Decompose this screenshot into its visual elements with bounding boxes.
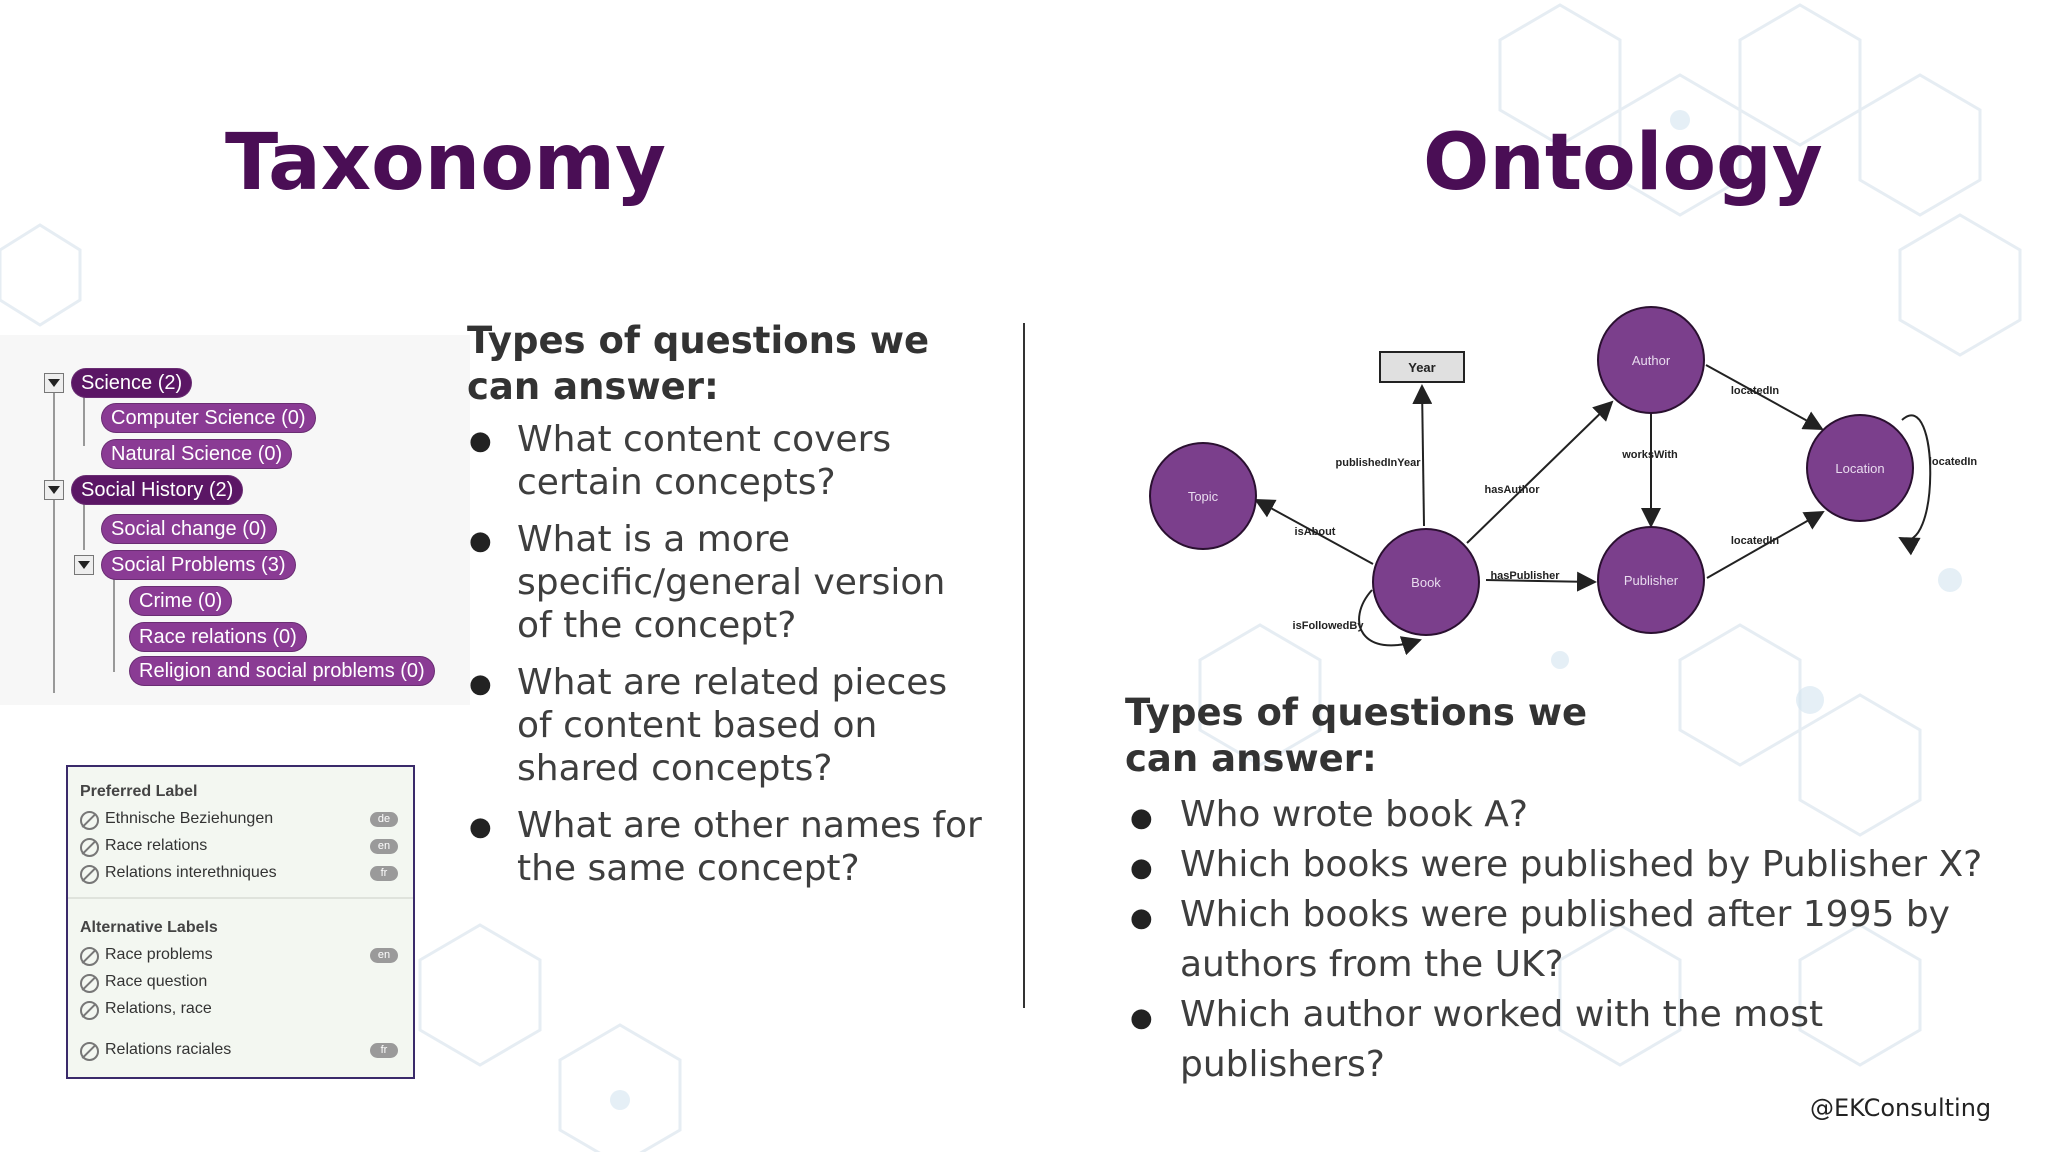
tree-node-social-history[interactable]: Social History (2): [72, 476, 243, 504]
ontology-questions-heading: Types of questions we can answer:: [1125, 691, 1588, 780]
alternative-label-row[interactable]: Race question: [80, 972, 398, 994]
edge-isAbout: [1254, 499, 1374, 565]
node-label: Publisher: [1624, 573, 1679, 588]
tree-node-computer-science[interactable]: Computer Science (0): [102, 404, 315, 432]
tree-node-natural-science[interactable]: Natural Science (0): [102, 440, 292, 468]
ontology-question-item: Which books were published after 1995 by…: [1130, 890, 2030, 990]
tree-node-social-problems[interactable]: Social Problems (3): [102, 551, 295, 579]
ontology-graph: Topic Book Author Publisher Location Yea…: [1149, 306, 1978, 656]
node-year: [1379, 351, 1465, 383]
edge-label: locatedIn: [1929, 456, 1978, 468]
tree-guide-line: [83, 396, 85, 446]
language-badge: de: [370, 812, 398, 827]
ontology-question-item: Who wrote book A?: [1130, 790, 2030, 843]
tree-node-religion-social-problems[interactable]: Religion and social problems (0): [130, 657, 434, 685]
edge-hasAuthor: [1466, 400, 1614, 544]
tree-guide-line: [113, 567, 115, 672]
node-label: Location: [1835, 461, 1884, 476]
node-publisher: [1597, 526, 1705, 634]
alternative-label-row[interactable]: Relations, race: [80, 999, 398, 1021]
node-label: Topic: [1188, 489, 1219, 504]
preferred-label-heading: Preferred Label: [80, 783, 198, 800]
preferred-label-row[interactable]: Race relations en: [80, 836, 398, 858]
edge-hasPublisher: [1485, 571, 1597, 592]
language-badge: fr: [370, 866, 398, 881]
edge-label: isFollowedBy: [1293, 620, 1365, 632]
expand-toggle-icon[interactable]: [44, 480, 64, 500]
expand-toggle-icon[interactable]: [44, 373, 64, 393]
label-text: Race problems: [105, 946, 213, 963]
alternative-label-row[interactable]: Race problems en: [80, 945, 398, 967]
node-label: Author: [1632, 353, 1671, 368]
node-author: [1597, 306, 1705, 414]
edge-label: locatedIn: [1731, 385, 1780, 397]
taxonomy-tree: Science (2) Computer Science (0) Natural…: [0, 335, 470, 705]
edge-label: isAbout: [1295, 526, 1336, 538]
label-status-icon: [80, 974, 99, 993]
credit-text: @EKConsulting: [1810, 1094, 1992, 1122]
edge-label: worksWith: [1621, 449, 1678, 461]
taxonomy-question-item: What content covers certain concepts?: [467, 418, 987, 504]
edge-label: publishedInYear: [1336, 457, 1422, 469]
taxonomy-questions-heading: Types of questions we can answer:: [467, 319, 930, 408]
node-topic: [1149, 442, 1257, 550]
label-text: Race question: [105, 973, 208, 990]
preferred-label-row[interactable]: Ethnische Beziehungen de: [80, 809, 398, 831]
alternative-label-row[interactable]: Relations raciales fr: [80, 1040, 398, 1062]
language-badge: en: [370, 948, 398, 963]
taxonomy-questions-list: What content covers certain concepts? Wh…: [467, 418, 987, 904]
label-text: Ethnische Beziehungen: [105, 810, 274, 827]
node-location: [1806, 414, 1914, 522]
edge-label: hasAuthor: [1485, 484, 1541, 496]
label-status-icon: [80, 1042, 99, 1061]
tree-node-social-change[interactable]: Social change (0): [102, 515, 276, 543]
label-status-icon: [80, 838, 99, 857]
edge-author-locatedIn: [1705, 364, 1824, 430]
ontology-question-item: Which books were published by Publisher …: [1130, 840, 2030, 893]
ontology-title: Ontology: [1423, 118, 1823, 208]
tree-node-race-relations[interactable]: Race relations (0): [130, 623, 306, 651]
label-text: Race relations: [105, 837, 208, 854]
edge-publisher-locatedIn: [1706, 511, 1825, 579]
labels-panel: Preferred Label Ethnische Beziehungen de…: [66, 765, 415, 1079]
tree-guide-line: [83, 478, 85, 550]
tree-node-crime[interactable]: Crime (0): [130, 587, 232, 615]
edge-publishedInYear: [1412, 384, 1433, 527]
edge-label: locatedIn: [1731, 535, 1780, 547]
ontology-questions-list: Who wrote book A? Which books were publi…: [1130, 790, 2030, 1090]
label-status-icon: [80, 811, 99, 830]
ontology-question-item: Which author worked with the most publis…: [1130, 990, 2030, 1090]
tree-node-science[interactable]: Science (2): [72, 369, 192, 397]
label-text: Relations raciales: [105, 1041, 232, 1058]
taxonomy-title: Taxonomy: [225, 118, 666, 208]
label-text: Relations interethniques: [105, 864, 277, 881]
taxonomy-question-item: What are other names for the same concep…: [467, 804, 987, 890]
node-book: [1372, 528, 1480, 636]
alternative-labels-heading: Alternative Labels: [80, 919, 218, 936]
edge-label: hasPublisher: [1490, 570, 1560, 582]
language-badge: fr: [370, 1043, 398, 1058]
label-status-icon: [80, 947, 99, 966]
node-label: Book: [1411, 575, 1441, 590]
panel-divider: [68, 897, 413, 899]
column-divider: [1023, 323, 1025, 1008]
label-status-icon: [80, 1001, 99, 1020]
edge-location-locatedIn: [1898, 414, 1932, 556]
node-label: Year: [1408, 360, 1435, 375]
taxonomy-question-item: What is a more specific/general version …: [467, 518, 987, 647]
label-status-icon: [80, 865, 99, 884]
edge-isFollowedBy: [1358, 589, 1422, 656]
preferred-label-row[interactable]: Relations interethniques fr: [80, 863, 398, 885]
taxonomy-question-item: What are related pieces of content based…: [467, 661, 987, 790]
tree-guide-line: [53, 378, 55, 693]
expand-toggle-icon[interactable]: [74, 555, 94, 575]
label-text: Relations, race: [105, 1000, 212, 1017]
language-badge: en: [370, 839, 398, 854]
